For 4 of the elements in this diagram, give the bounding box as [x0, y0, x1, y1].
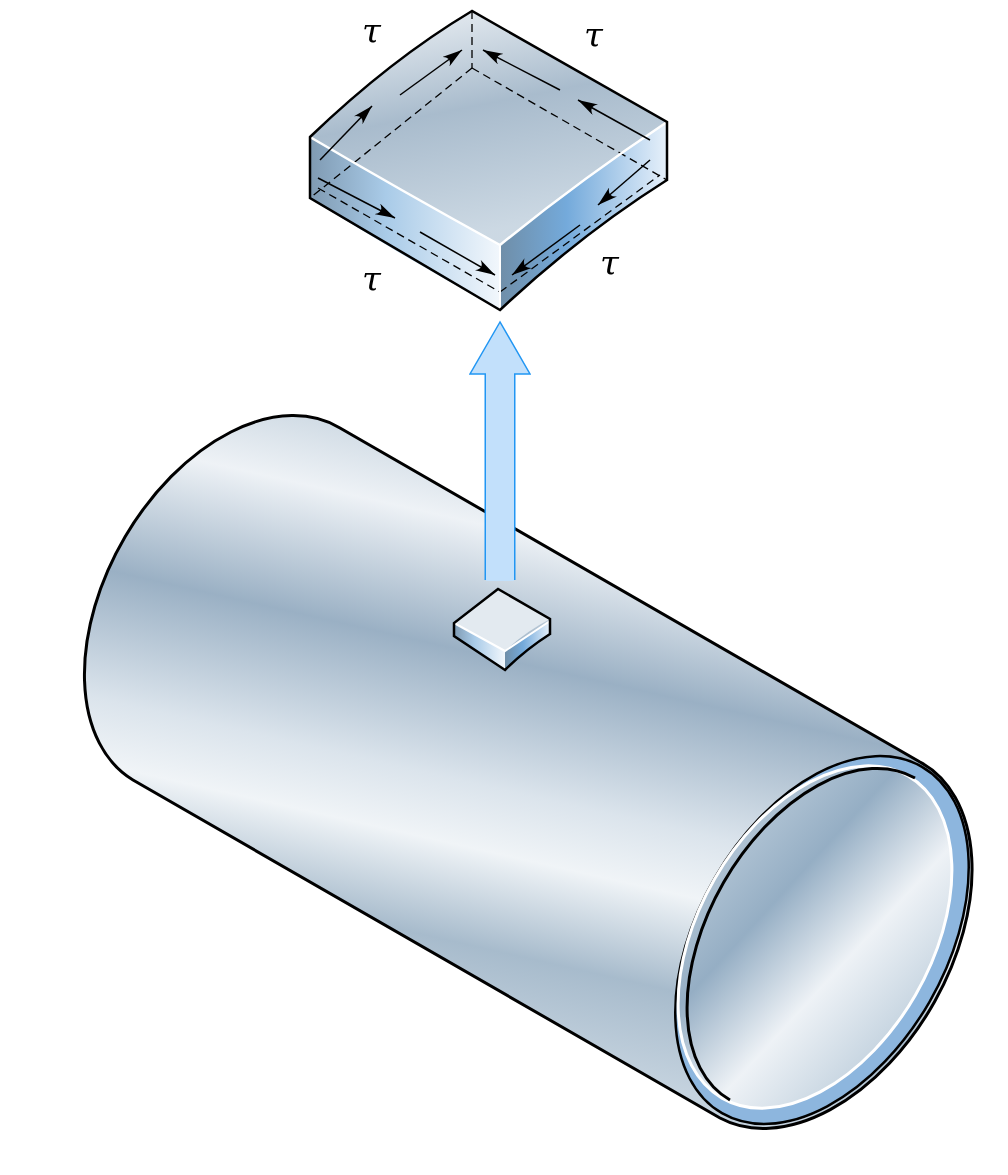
shear-stress-symbol: τ: [600, 246, 619, 280]
shear-stress-symbol: τ: [362, 14, 381, 48]
shear-stress-symbol: τ: [362, 262, 381, 296]
shear-stress-symbol: τ: [584, 18, 603, 52]
